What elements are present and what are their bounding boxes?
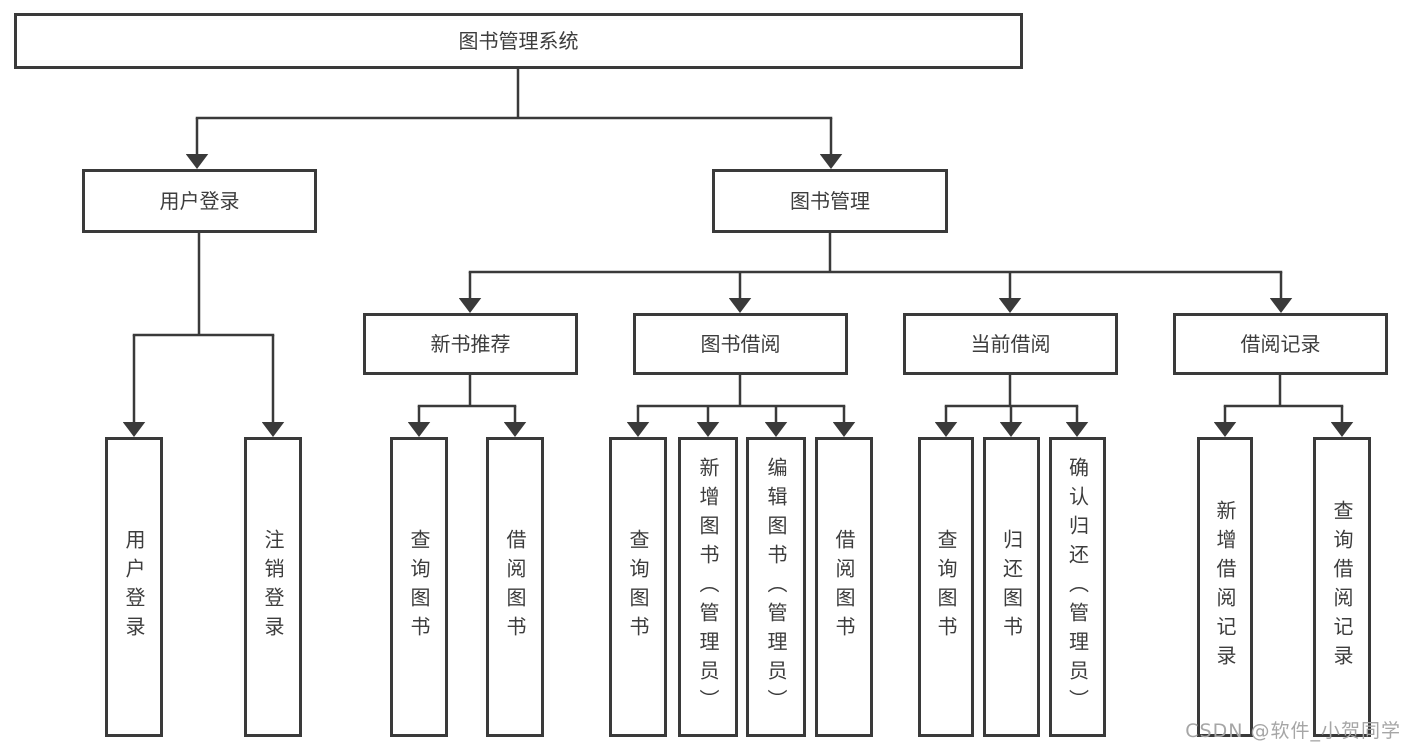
node-query-books-1: 查询图书 xyxy=(390,437,448,737)
node-user-login: 用户登录 xyxy=(82,169,317,233)
node-library-management-system: 图书管理系统 xyxy=(14,13,1023,69)
csdn-watermark: CSDN @软件_小贺同学 xyxy=(1185,720,1401,742)
node-query-books-3: 查询图书 xyxy=(918,437,974,737)
node-book-management: 图书管理 xyxy=(712,169,948,233)
node-add-books-admin: 新增图书（管理员） xyxy=(678,437,738,737)
node-return-books: 归还图书 xyxy=(983,437,1040,737)
node-query-borrow-record: 查询借阅记录 xyxy=(1313,437,1371,737)
node-borrow-books-1: 借阅图书 xyxy=(486,437,544,737)
node-borrowing-records: 借阅记录 xyxy=(1173,313,1388,375)
node-book-borrowing: 图书借阅 xyxy=(633,313,848,375)
node-confirm-return-admin: 确认归还（管理员） xyxy=(1049,437,1106,737)
node-login: 用户登录 xyxy=(105,437,163,737)
node-edit-books-admin: 编辑图书（管理员） xyxy=(746,437,806,737)
node-borrow-books-2: 借阅图书 xyxy=(815,437,873,737)
node-add-borrow-record: 新增借阅记录 xyxy=(1197,437,1253,737)
node-query-books-2: 查询图书 xyxy=(609,437,667,737)
node-new-book-recommend: 新书推荐 xyxy=(363,313,578,375)
node-logout: 注销登录 xyxy=(244,437,302,737)
node-current-borrowing: 当前借阅 xyxy=(903,313,1118,375)
